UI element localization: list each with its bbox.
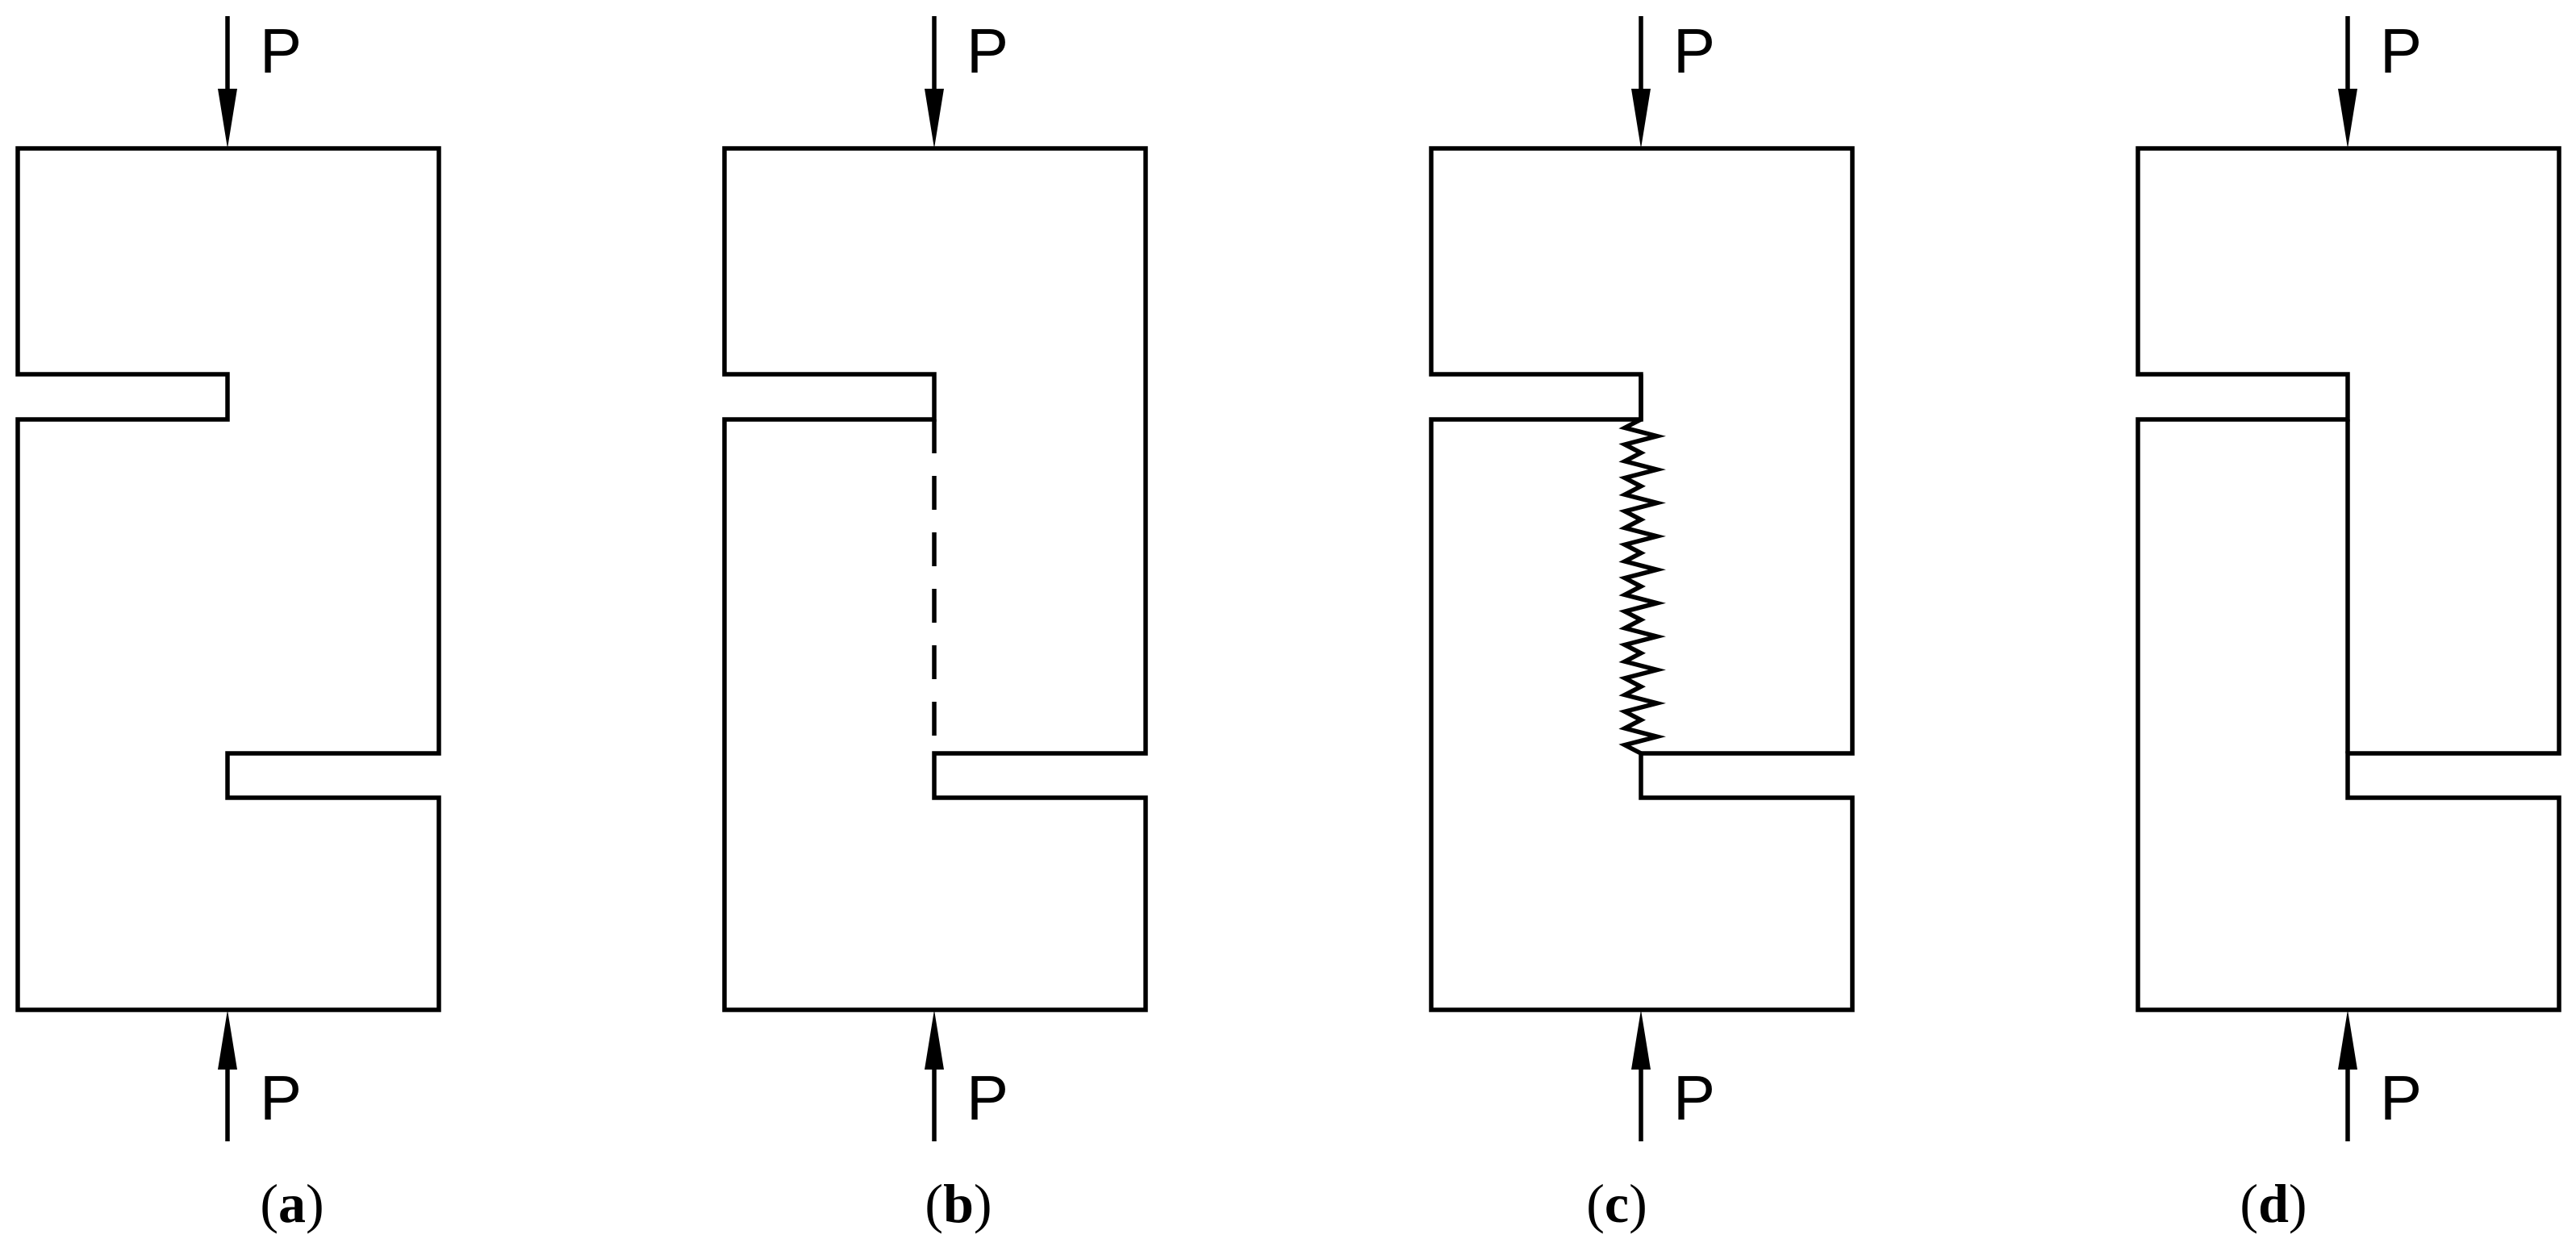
bottom-load-arrowhead-c — [1631, 1010, 1651, 1070]
panel-caption-a: (a) — [260, 1173, 324, 1234]
bottom-load-arrowhead-b — [925, 1010, 944, 1070]
bottom-load-label-d: P — [2380, 1062, 2422, 1133]
top-load-label-b: P — [967, 15, 1008, 86]
panel-caption-b: (b) — [925, 1173, 992, 1234]
top-load-label-d: P — [2380, 15, 2422, 86]
top-load-arrowhead-a — [218, 89, 237, 148]
panel-b: P P (b) — [722, 15, 1148, 1234]
top-load-arrowhead-c — [1631, 89, 1651, 148]
spring-connection-c — [1618, 374, 1666, 756]
specimen-outline-b — [722, 146, 1148, 1012]
specimen-outline-c — [1429, 146, 1855, 1012]
top-load-label-c: P — [1673, 15, 1715, 86]
bottom-load-label-a: P — [260, 1062, 302, 1133]
top-load-label-a: P — [260, 15, 302, 86]
bottom-load-label-c: P — [1673, 1062, 1715, 1133]
panel-d: P P (d) — [2136, 15, 2561, 1234]
specimen-outline-d — [2136, 146, 2561, 1012]
panel-a: P P (a) — [15, 15, 441, 1234]
top-load-arrowhead-b — [925, 89, 944, 148]
top-load-arrowhead-d — [2338, 89, 2357, 148]
bottom-load-label-b: P — [967, 1062, 1008, 1133]
specimen-outline-a — [15, 146, 441, 1012]
panel-caption-c: (c) — [1586, 1173, 1647, 1234]
bottom-load-arrowhead-a — [218, 1010, 237, 1070]
bottom-load-arrowhead-d — [2338, 1010, 2357, 1070]
panel-caption-d: (d) — [2240, 1173, 2307, 1234]
panel-c: P P (c) — [1429, 15, 1855, 1234]
